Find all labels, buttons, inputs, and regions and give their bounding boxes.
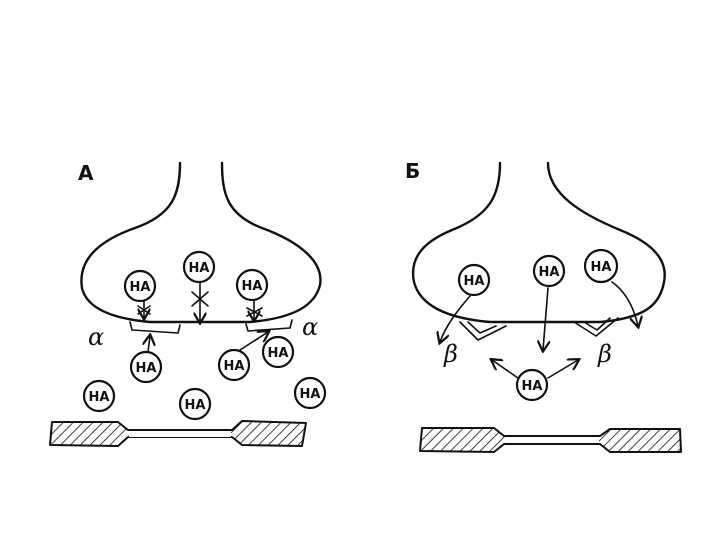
svg-text:НА: НА [185,398,206,413]
na-molecule-a1: НА [125,271,155,301]
svg-text:НА: НА [189,261,210,276]
svg-text:НА: НА [539,265,560,280]
panel-a: А НА НА НА НА [50,161,325,446]
svg-text:НА: НА [242,279,263,294]
beta-symbol-left: β [443,340,458,368]
na-molecule-a6: НА [263,337,293,367]
release-arrow-center [543,288,548,350]
diffusion-arrow-right [548,360,578,378]
panel-b: Б НА НА НА НА β β [405,159,681,452]
svg-text:НА: НА [89,390,110,405]
svg-text:НА: НА [300,387,321,402]
svg-text:НА: НА [268,346,289,361]
alpha-symbol-left: α [88,323,104,351]
na-molecule-a4: НА [131,352,161,382]
svg-text:НА: НА [130,280,151,295]
diffusion-arrow-left [492,360,518,378]
na-molecule-a7: НА [84,381,114,411]
na-molecule-a3: НА [237,270,267,300]
binding-arrow-left [148,336,150,352]
na-molecule-a2: НА [184,252,214,282]
svg-text:НА: НА [136,361,157,376]
svg-text:НА: НА [464,274,485,289]
panel-b-label: Б [405,159,420,183]
beta-symbol-right: β [597,340,612,368]
panel-a-label: А [78,161,94,185]
na-molecule-a8: НА [180,389,210,419]
svg-text:НА: НА [591,260,612,275]
na-molecule-b2: НА [534,256,564,286]
na-molecule-a9: НА [295,378,325,408]
na-molecule-b3: НА [585,250,617,282]
svg-text:НА: НА [522,379,543,394]
alpha-symbol-right: α [302,313,318,341]
beta-receptor-left [460,322,506,340]
na-molecule-b1: НА [459,265,489,295]
alpha-receptor-left [130,322,180,333]
na-molecule-a5: НА [219,350,249,380]
na-molecule-b4: НА [517,370,547,400]
svg-text:НА: НА [224,359,245,374]
